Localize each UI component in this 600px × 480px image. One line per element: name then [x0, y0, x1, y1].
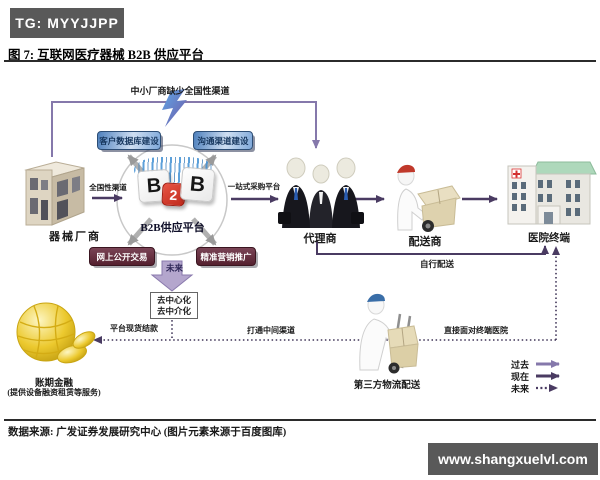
decentralize-text: 去中心化: [156, 295, 191, 305]
finance-label: 账期金融: [34, 379, 73, 389]
open-channel-label: 打通中间渠道: [247, 326, 295, 335]
manufacturer-label: 器械厂商: [49, 231, 101, 243]
bottom-watermark-badge: www.shangxuelvl.com: [428, 443, 598, 475]
finance-note-label: (提供设备融资租赁等服务): [7, 388, 101, 397]
manufacturer-illustration: [12, 150, 92, 235]
feature-box-comm-channel: 沟通渠道建设: [193, 131, 253, 150]
finance-illustration: [10, 300, 98, 377]
agent-label: 代理商: [303, 233, 337, 245]
legend-present-label: 现在: [510, 372, 529, 382]
feature-box-customer-db: 客户数据库建设: [97, 131, 161, 150]
feature-box-marketing: 精准营销推广: [196, 247, 256, 266]
top-watermark-badge: TG: MYYJJPP: [10, 8, 124, 38]
feature-box-online-trade: 网上公开交易: [89, 247, 155, 266]
legend-future-label: 未来: [510, 384, 529, 394]
hospital-illustration: [502, 150, 597, 235]
disintermediate-text: 去中介化: [156, 305, 191, 316]
platform-label: B2B供应平台: [140, 222, 205, 234]
legend-arrows: [536, 360, 560, 392]
footer-divider: [4, 419, 596, 421]
direct-hospital-label: 直接面对终端医院: [444, 326, 508, 335]
hospital-label: 医院终端: [528, 233, 570, 244]
distributor-label: 配送商: [408, 236, 442, 248]
past-channel-arrow: [51, 101, 320, 157]
data-source: 数据来源: 广发证券发展研究中心 (图片元素来源于百度图库): [8, 427, 287, 438]
logistics-label: 第三方物流配送: [353, 381, 421, 391]
past-problem-label: 中小厂商缺少全国性渠道: [130, 86, 230, 96]
dice-b-right: B: [179, 166, 216, 203]
self-delivery-label: 自行配送: [419, 259, 454, 269]
decentralization-box: 去中心化 去中介化: [150, 292, 198, 319]
figure-title: 图 7: 互联网医疗器械 B2B 供应平台: [8, 48, 204, 62]
agent-illustration: [278, 156, 364, 235]
one-stop-label: 一站式采购平台: [227, 182, 281, 191]
future-label: 未来: [166, 263, 184, 273]
national-channel-label: 全国性渠道: [89, 183, 127, 192]
distributor-illustration: [388, 160, 464, 237]
settlement-label: 平台现货结款: [110, 324, 158, 333]
logistics-illustration: [348, 292, 424, 379]
title-divider: [4, 60, 596, 62]
legend-past-label: 过去: [510, 360, 529, 370]
